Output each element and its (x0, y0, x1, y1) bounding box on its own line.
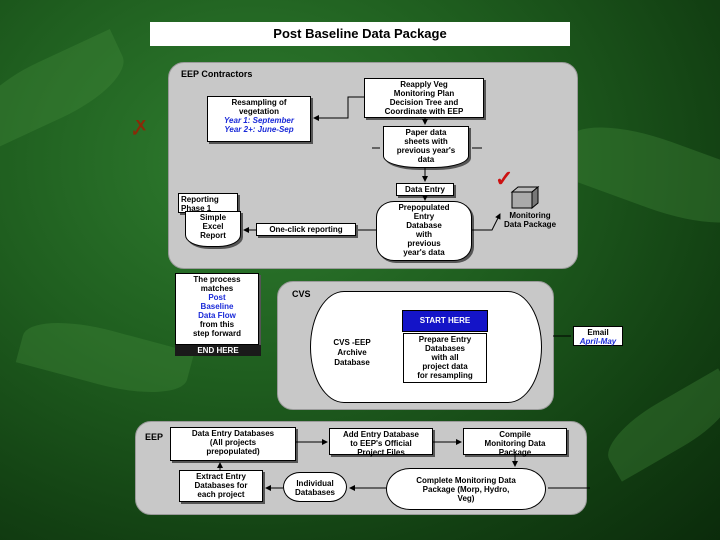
background-leaf (15, 308, 195, 407)
box-text: Monitoring Plan (393, 89, 455, 98)
note-text: Data Flow (198, 311, 236, 320)
box-text: Coordinate with EEP (384, 107, 464, 116)
box-text: Package (Morp, Hydro, (422, 485, 510, 494)
individual-databases-cylinder: Individual Databases (283, 472, 347, 502)
box-text: previous year's (396, 146, 456, 155)
box-text: year's data (403, 248, 445, 257)
box-text: Compile (499, 430, 531, 439)
reapply-veg-plan-box: Reapply Veg Monitoring Plan Decision Tre… (364, 78, 484, 118)
box-text: Prepopulated (398, 203, 450, 212)
box-text: with (416, 230, 432, 239)
box-text: to EEP's Official (350, 439, 412, 448)
monitoring-data-package-label: Monitoring Data Package (494, 211, 566, 229)
checkmark-icon: ✓ (495, 166, 514, 191)
box-text: Package (498, 448, 532, 457)
prepopulated-entry-database: Prepopulated Entry Database with previou… (376, 201, 472, 261)
label-text: CVS -EEP (333, 338, 371, 347)
box-text: Entry (413, 212, 435, 221)
label-text: Monitoring (509, 211, 551, 220)
note-text: Post (208, 293, 226, 302)
data-entry-box: Data Entry (396, 183, 454, 196)
box-text: Resampling of (231, 98, 287, 107)
resampling-vegetation-box: Resampling of vegetation Year 1: Septemb… (207, 96, 311, 142)
extract-entry-databases-box: Extract Entry Databases for each project (179, 470, 263, 502)
page-title: Post Baseline Data Package (150, 22, 570, 46)
box-text: Data Entry Databases (191, 429, 275, 438)
box-text: Decision Tree and (389, 98, 459, 107)
box-text: Project Files (357, 448, 405, 457)
box-text: Database (406, 221, 442, 230)
compile-monitoring-package-box: Compile Monitoring Data Package (463, 428, 567, 457)
box-text: Year 2+: June-Sep (224, 125, 294, 134)
box-text: for resampling (417, 371, 473, 380)
background-leaf (596, 368, 720, 482)
box-text: Veg) (457, 494, 475, 503)
box-text: Year 1: September (224, 116, 294, 125)
prepare-entry-databases-box: Prepare Entry Databases with all project… (403, 333, 487, 383)
start-here-label: START HERE (402, 310, 488, 332)
region-label-eep: EEP (145, 432, 164, 442)
box-text: Databases (424, 344, 466, 353)
box-text: Prepare Entry (418, 335, 472, 344)
box-text: Simple (199, 213, 227, 222)
box-text: Individual (296, 479, 334, 488)
region-label-eep-contractors: EEP Contractors (181, 69, 253, 79)
end-here-label: END HERE (175, 345, 261, 356)
email-box: Email April-May (573, 326, 623, 346)
box-text: (All projects (209, 438, 257, 447)
note-text: The process (193, 275, 241, 284)
reporting-phase-box: Reporting Phase 1 (178, 193, 238, 213)
box-text: Reporting (181, 195, 219, 204)
box-text: Monitoring Data (484, 439, 546, 448)
simple-excel-report-doc: Simple Excel Report (185, 211, 241, 247)
process-note-box: The process matches Post Baseline Data F… (175, 273, 259, 345)
box-text: Excel (202, 222, 224, 231)
data-entry-databases-box: Data Entry Databases (All projects prepo… (170, 427, 296, 461)
label-text: Data Package (503, 220, 557, 229)
background-leaf (0, 29, 136, 151)
label-text: Database (334, 358, 370, 367)
box-text: sheets with (404, 137, 448, 146)
box-text: prepopulated) (206, 447, 260, 456)
background-leaf (554, 107, 720, 243)
cvs-archive-label: CVS -EEP Archive Database (322, 338, 382, 368)
box-text: Email (587, 328, 609, 337)
box-text: Report (200, 231, 226, 240)
one-click-reporting-box: One-click reporting (256, 223, 356, 236)
box-text: data (417, 155, 435, 164)
note-text: from this (199, 320, 235, 329)
box-text: each project (197, 490, 245, 499)
box-text: Complete Monitoring Data (416, 476, 516, 485)
region-label-cvs: CVS (292, 289, 311, 299)
box-text: Add Entry Database (342, 430, 420, 439)
note-text: matches (200, 284, 234, 293)
note-text: step forward (192, 329, 241, 338)
complete-monitoring-package-cylinder: Complete Monitoring Data Package (Morp, … (386, 468, 546, 510)
box-text: Extract Entry (196, 472, 246, 481)
paper-data-sheets-doc: Paper data sheets with previous year's d… (383, 126, 469, 168)
box-text: project data (422, 362, 468, 371)
box-text: vegetation (238, 107, 279, 116)
box-text: Databases (294, 488, 336, 497)
box-text: Phase 1 (181, 204, 212, 213)
box-text: Paper data (405, 128, 447, 137)
note-text: Baseline (200, 302, 234, 311)
box-text: previous (407, 239, 441, 248)
box-text: Databases for (194, 481, 248, 490)
cursor-marker-icon: ꭙ (136, 114, 146, 134)
monitoring-package-cube-icon (510, 185, 540, 210)
label-text: Archive (337, 348, 367, 357)
box-text: April-May (579, 337, 617, 346)
box-text: Reapply Veg (400, 80, 448, 89)
box-text: with all (431, 353, 459, 362)
add-entry-database-box: Add Entry Database to EEP's Official Pro… (329, 428, 433, 457)
